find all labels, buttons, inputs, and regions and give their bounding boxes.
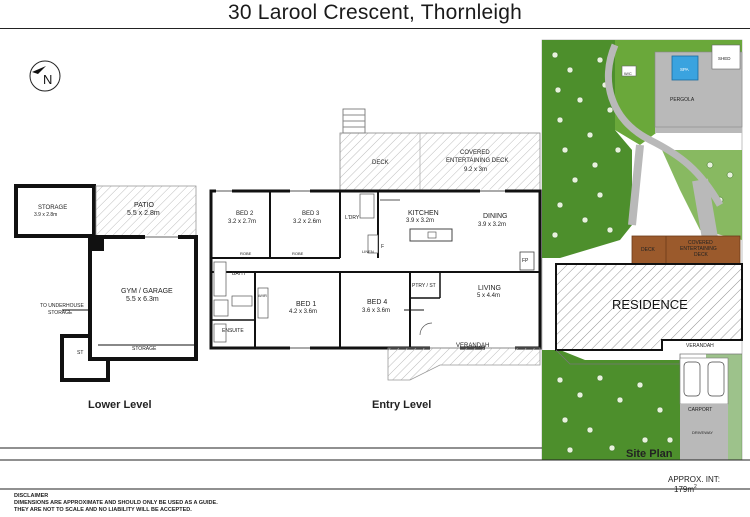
label-deck: DECK (372, 160, 389, 166)
label-kitchen: KITCHEN (408, 210, 439, 217)
label-gym-garage-dim: 5.5 x 6.3m (126, 296, 159, 303)
label-bed3: BED 3 (302, 211, 320, 217)
lower-patio (95, 185, 197, 237)
lower-st-room (60, 334, 110, 382)
label-site-covered-deck: DECK (694, 252, 708, 258)
disclaimer-heading: DISCLAIMER (14, 493, 49, 499)
label-living-dim: 5 x 4.4m (477, 293, 501, 299)
label-covered: COVERED (460, 150, 490, 156)
title-divider (0, 28, 750, 29)
label-f: F (381, 244, 385, 250)
entry-deck-area (339, 132, 541, 192)
label-covered-deck-dim: 9.2 x 3m (464, 167, 488, 173)
label-carport: CARPORT (688, 407, 713, 413)
label-spa: SPA (680, 67, 689, 72)
lower-gym-garage (88, 235, 198, 361)
compass: N (24, 60, 66, 92)
lower-storage-room (14, 184, 96, 238)
entry-house-walls (209, 189, 542, 350)
label-kitchen-dim: 3.9 x 3.2m (406, 218, 435, 224)
label-lower-storage: STORAGE (38, 205, 68, 211)
label-verandah: VERANDAH (456, 343, 490, 349)
label-site-covered: COVERED (688, 240, 713, 246)
approx-area: APPROX. INT: 179m2 (668, 475, 750, 494)
label-lower-storage-dim: 3.9 x 2.8m (34, 212, 58, 218)
label-driveway: DRIVEWAY (692, 430, 713, 435)
label-site-deck: DECK (641, 247, 655, 253)
label-site-entertaining: ENTERTAINING (680, 246, 717, 252)
label-underhouse-storage: STORAGE (48, 310, 73, 316)
label-bed1: BED 1 (296, 301, 317, 308)
label-bath: BATH (232, 271, 245, 277)
label-shed: SHED (718, 56, 731, 61)
label-pantry: PTRY / ST (412, 283, 436, 289)
label-site-verandah: VERANDAH (686, 343, 714, 349)
site-plan (541, 39, 743, 461)
label-ensuite: ENSUITE (222, 328, 244, 334)
label-residence: RESIDENCE (612, 297, 688, 312)
entry-stairs (342, 108, 366, 134)
disclaimer-line-2: THEY ARE NOT TO SCALE AND NO LIABILITY W… (14, 507, 192, 513)
label-living: LIVING (478, 285, 501, 292)
label-robe-bed2: ROBE (240, 251, 252, 256)
label-bed2: BED 2 (236, 211, 254, 217)
approx-value: 179m (674, 484, 695, 494)
label-patio: PATIO (134, 202, 154, 209)
label-bed3-dim: 3.2 x 2.6m (293, 219, 322, 225)
label-dining-dim: 3.9 x 3.2m (478, 222, 507, 228)
label-robe-bed3: ROBE (292, 251, 304, 256)
entry-verandah (387, 347, 541, 381)
label-to-underhouse: TO UNDERHOUSE (40, 303, 84, 309)
compass-icon: N (29, 60, 61, 92)
label-lower-storage-bottom: STORAGE (132, 346, 157, 352)
label-wir: W/IR (258, 293, 267, 298)
label-covered-deck: ENTERTAINING DECK (446, 158, 509, 164)
label-bed2-dim: 3.2 x 2.7m (228, 219, 257, 225)
label-bed4-dim: 3.6 x 3.6m (362, 308, 391, 314)
label-laundry: L'DRY (345, 215, 360, 221)
page-title: 30 Larool Crescent, Thornleigh (228, 1, 522, 24)
label-gym-garage: GYM / GARAGE (121, 288, 173, 295)
heading-entry-level: Entry Level (372, 399, 432, 411)
label-dining: DINING (483, 213, 508, 220)
label-pergola: PERGOLA (670, 97, 695, 103)
approx-label: APPROX. INT: (668, 475, 721, 484)
label-lower-st: ST (77, 350, 84, 356)
label-bed4: BED 4 (367, 299, 388, 306)
compass-letter: N (43, 72, 52, 87)
label-bed1-dim: 4.2 x 3.6m (289, 309, 318, 315)
heading-site-plan: Site Plan (626, 448, 673, 460)
disclaimer-line-1: DIMENSIONS ARE APPROXIMATE AND SHOULD ON… (14, 500, 218, 506)
approx-unit-sup: 2 (694, 484, 697, 490)
label-patio-dim: 5.5 x 2.8m (127, 210, 160, 217)
label-linen: LINEN (362, 249, 374, 254)
label-wc: W/C (624, 71, 632, 76)
heading-lower-level: Lower Level (88, 399, 152, 411)
label-fireplace: FP (522, 258, 529, 264)
